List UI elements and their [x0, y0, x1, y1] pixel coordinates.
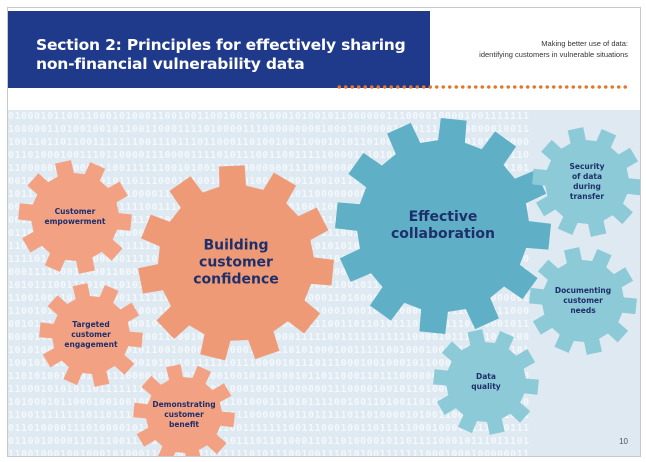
security-of-data-gear-icon	[532, 127, 640, 237]
demonstrating-customer-benefit-label: Demonstrating customer benefit	[152, 400, 216, 429]
section-title-line-1: Section 2: Principles for effectively sh…	[36, 36, 406, 54]
page-number: 10	[619, 437, 628, 446]
targeted-customer-engagement-gear-icon	[39, 283, 143, 387]
customer-empowerment-label: Customer empowerment	[44, 207, 106, 226]
section-title-line-2: non-financial vulnerability data	[36, 55, 305, 73]
document-subtitle-line-1: Making better use of data:	[541, 39, 628, 48]
documenting-customer-needs-gear-icon	[529, 247, 637, 355]
document-subtitle: Making better use of data: identifying c…	[479, 38, 628, 60]
security-of-data-label: Security of data during transfer	[569, 162, 605, 201]
documenting-customer-needs-label: Documenting customer needs	[554, 286, 612, 315]
effective-collaboration-label: Effective collaboration	[390, 209, 496, 242]
building-customer-confidence-gear-icon	[138, 165, 334, 361]
section-title: Section 2: Principles for effectively sh…	[36, 36, 416, 74]
header: Section 2: Principles for effectively sh…	[8, 8, 640, 90]
title-bar: Section 2: Principles for effectively sh…	[8, 11, 430, 88]
building-customer-confidence-label: Building customer confidence	[193, 237, 279, 288]
data-quality-label: Data quality	[471, 372, 501, 391]
slide: Section 2: Principles for effectively sh…	[7, 7, 641, 457]
document-subtitle-line-2: identifying customers in vulnerable situ…	[479, 50, 628, 59]
customer-empowerment-gear-icon	[18, 160, 132, 274]
demonstrating-customer-benefit-gear-icon	[133, 364, 235, 456]
dotted-divider	[336, 84, 628, 90]
gears-illustration	[18, 118, 640, 456]
data-quality-gear-icon	[433, 329, 539, 435]
effective-collaboration-gear-icon	[335, 118, 551, 334]
targeted-customer-engagement-label: Targeted customer engagement	[64, 320, 118, 349]
